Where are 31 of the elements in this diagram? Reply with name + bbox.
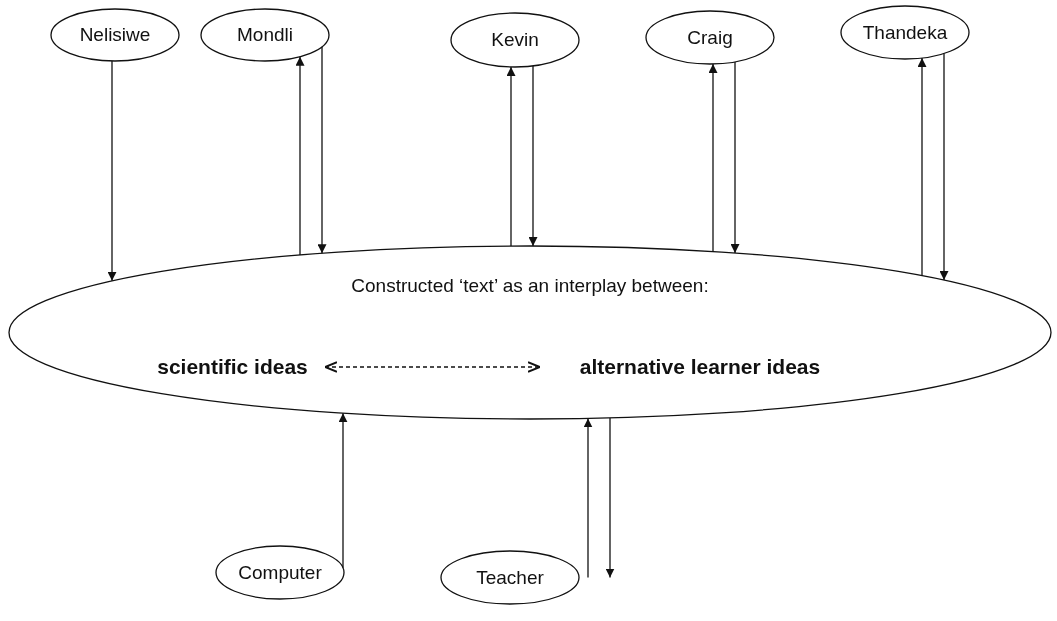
idea-label: scientific ideas [157, 355, 308, 379]
arrow [939, 52, 949, 281]
person-ellipse [450, 12, 580, 68]
arrow [107, 60, 117, 282]
name-label: Computer [238, 561, 322, 584]
name-label: Craig [687, 26, 733, 49]
central-ellipse [8, 245, 1052, 420]
person-ellipse [440, 550, 580, 605]
name-label: Mondli [237, 24, 293, 46]
arrow [295, 56, 305, 256]
person-ellipse [215, 545, 345, 600]
name-label: Nelisiwe [79, 24, 151, 46]
arrow [317, 46, 327, 254]
person-ellipse [50, 8, 180, 62]
name-label: Kevin [491, 29, 539, 51]
arrow [730, 61, 740, 254]
idea-label: alternative learner ideas [579, 355, 821, 379]
arrow [583, 417, 593, 579]
person-ellipse [200, 8, 330, 62]
person-ellipse [645, 10, 775, 65]
name-label: Teacher [476, 566, 544, 589]
arrow [708, 63, 718, 253]
arrow [506, 66, 516, 247]
person-ellipse [840, 5, 970, 60]
arrow [338, 412, 348, 569]
arrow [605, 417, 615, 579]
arrow [528, 65, 538, 247]
heading-text: Constructed ‘text’ as an interplay between: [350, 275, 710, 297]
arrow [917, 57, 927, 277]
arrow [324, 361, 541, 373]
name-label: Thandeka [862, 21, 948, 44]
